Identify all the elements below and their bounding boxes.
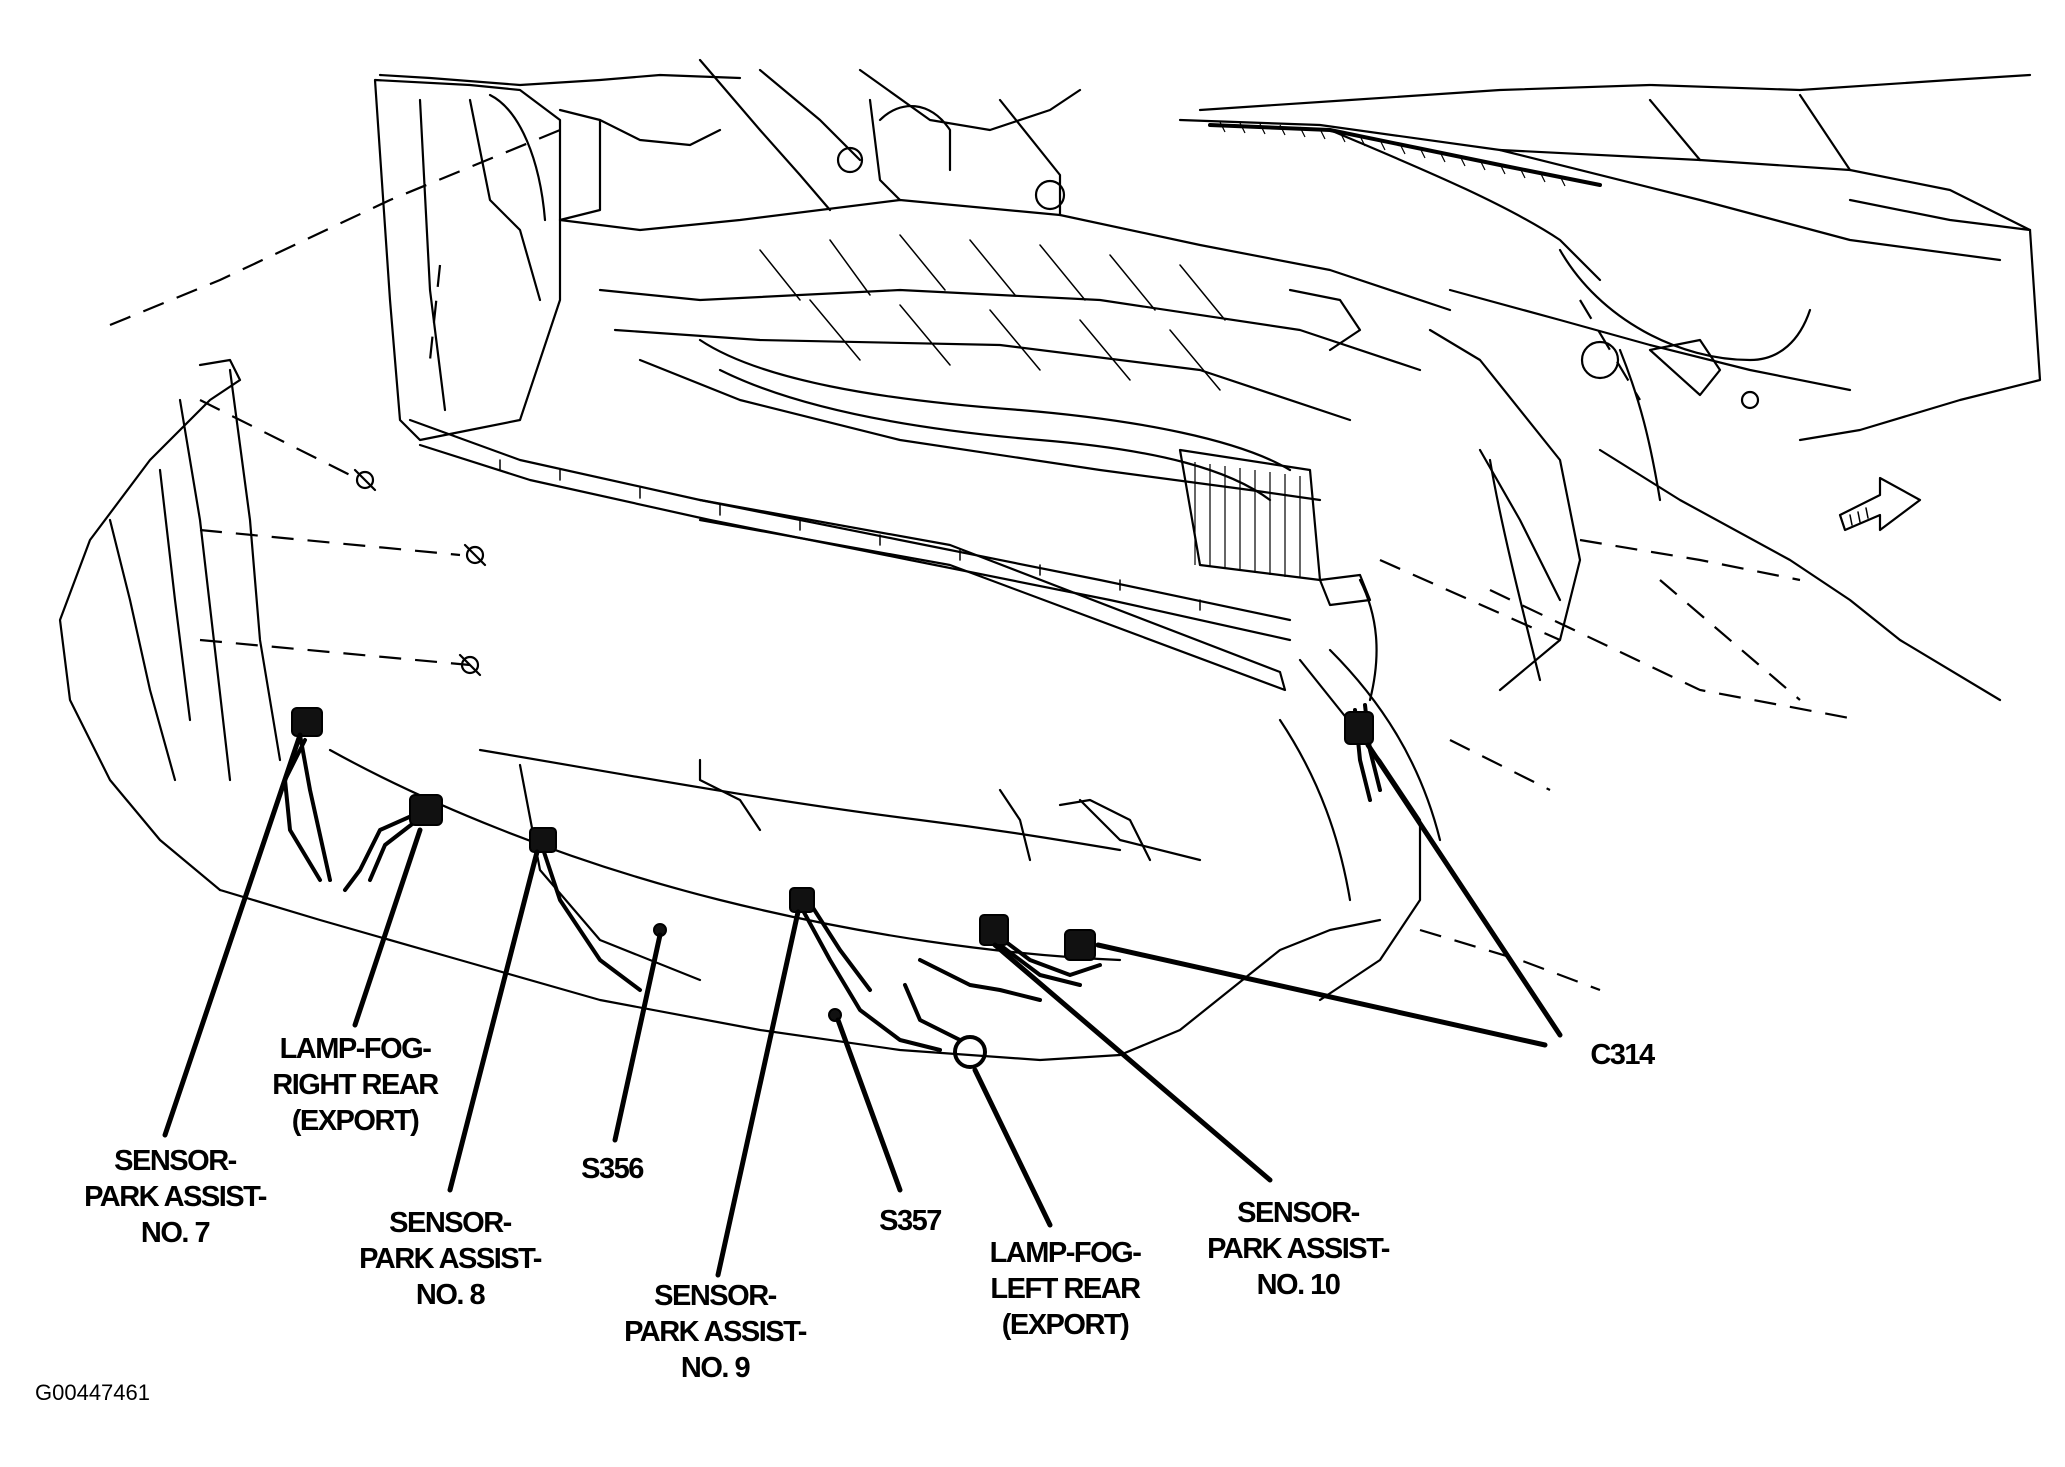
svg-text:SENSOR-: SENSOR- — [389, 1207, 511, 1239]
svg-text:SENSOR-: SENSOR- — [654, 1280, 776, 1312]
callout-sensor-park-assist-no-9: SENSOR- PARK ASSIST- NO. 9 — [624, 1280, 808, 1384]
fog-lamp-right-connector-icon — [409, 794, 443, 826]
svg-text:(EXPORT): (EXPORT) — [292, 1105, 419, 1137]
svg-text:LAMP-FOG-: LAMP-FOG- — [990, 1237, 1142, 1269]
svg-text:PARK ASSIST-: PARK ASSIST- — [1207, 1233, 1390, 1265]
svg-text:SENSOR-: SENSOR- — [1237, 1197, 1359, 1229]
leader-c314-upper — [1365, 742, 1563, 1038]
leader-sensor-8 — [447, 849, 540, 1193]
svg-text:PARK ASSIST-: PARK ASSIST- — [624, 1316, 807, 1348]
label-line: RIGHT REAR — [272, 1069, 439, 1101]
svg-text:S356: S356 — [581, 1153, 644, 1185]
label-line: NO. 7 — [141, 1217, 210, 1249]
vehicle-rear-body-illustration — [58, 58, 2042, 1062]
leader-s357 — [835, 1017, 903, 1193]
label-line: (EXPORT) — [292, 1105, 419, 1137]
sensor-8-connector-icon — [529, 827, 557, 853]
leader-lamp-fog-right — [352, 827, 423, 1028]
callout-sensor-park-assist-no-10: SENSOR- PARK ASSIST- NO. 10 — [1207, 1197, 1391, 1301]
sensor-7-connector-icon — [291, 707, 323, 737]
c314-connector-lower-icon — [1064, 929, 1096, 961]
label-line: SENSOR- — [1237, 1197, 1359, 1229]
c314-connector-upper-icon — [1344, 711, 1374, 745]
label-line: NO. 10 — [1257, 1269, 1340, 1301]
svg-text:C314: C314 — [1590, 1039, 1655, 1071]
svg-text:NO. 10: NO. 10 — [1257, 1269, 1340, 1301]
sensor-9-connector-icon — [789, 887, 815, 913]
svg-text:LAMP-FOG-: LAMP-FOG- — [280, 1033, 432, 1065]
leader-lamp-fog-left — [972, 1067, 1053, 1228]
leader-s356 — [612, 932, 663, 1143]
svg-text:RIGHT REAR: RIGHT REAR — [272, 1069, 439, 1101]
label-line: LEFT REAR — [990, 1273, 1141, 1305]
label-line: NO. 9 — [681, 1352, 751, 1384]
label-line: (EXPORT) — [1002, 1309, 1129, 1341]
callout-lamp-fog-left-rear: LAMP-FOG- LEFT REAR (EXPORT) — [990, 1237, 1143, 1341]
callout-s356: S356 — [581, 1153, 646, 1185]
callout-c314: C314 — [1590, 1039, 1656, 1071]
svg-text:S357: S357 — [879, 1205, 941, 1237]
leader-sensor-7 — [162, 732, 303, 1138]
svg-text:NO. 9: NO. 9 — [681, 1352, 751, 1384]
leader-sensor-9 — [715, 909, 801, 1278]
figure-id: G00447461 — [35, 1380, 150, 1405]
sensor-10-connector-icon — [979, 914, 1009, 946]
label-line: NO. 8 — [416, 1279, 486, 1311]
label-line: PARK ASSIST- — [624, 1316, 807, 1348]
label-line: SENSOR- — [389, 1207, 511, 1239]
label-line: LAMP-FOG- — [990, 1237, 1142, 1269]
svg-text:LEFT REAR: LEFT REAR — [990, 1273, 1141, 1305]
callout-s357: S357 — [879, 1205, 943, 1237]
leader-sensor-10 — [992, 942, 1273, 1183]
svg-text:PARK ASSIST-: PARK ASSIST- — [359, 1243, 542, 1275]
callout-lamp-fog-right-rear: LAMP-FOG- RIGHT REAR (EXPORT) — [272, 1033, 441, 1137]
leader-c314-lower — [1095, 942, 1548, 1048]
label-line: PARK ASSIST- — [1207, 1233, 1390, 1265]
label-line: PARK ASSIST- — [84, 1181, 267, 1213]
svg-text:NO. 8: NO. 8 — [416, 1279, 486, 1311]
label-line: SENSOR- — [114, 1145, 236, 1177]
svg-text:PARK ASSIST-: PARK ASSIST- — [84, 1181, 267, 1213]
label-line: SENSOR- — [654, 1280, 776, 1312]
callout-sensor-park-assist-no-8: SENSOR- PARK ASSIST- NO. 8 — [359, 1207, 543, 1311]
label-line: PARK ASSIST- — [359, 1243, 542, 1275]
callout-sensor-park-assist-no-7: SENSOR- PARK ASSIST- NO. 7 — [84, 1145, 268, 1249]
label-line: LAMP-FOG- — [280, 1033, 432, 1065]
svg-text:(EXPORT): (EXPORT) — [1002, 1309, 1129, 1341]
svg-text:SENSOR-: SENSOR- — [114, 1145, 236, 1177]
svg-text:NO. 7: NO. 7 — [141, 1217, 210, 1249]
leader-lines — [162, 732, 1563, 1278]
fog-lamp-left-connector-icon — [953, 1035, 987, 1069]
